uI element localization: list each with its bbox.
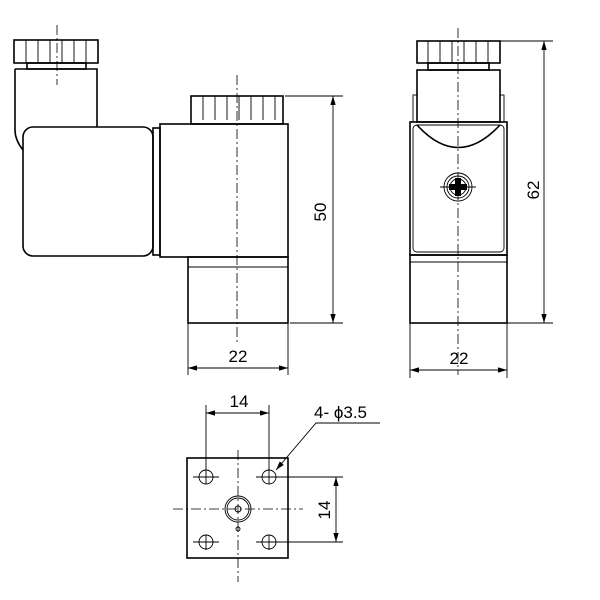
- hole-callout-label: 4- ϕ3.5: [314, 403, 367, 422]
- connector-cap-knurled: [13, 39, 99, 70]
- hole-callout-leader: 4- ϕ3.5: [275, 403, 380, 471]
- plug-housing: [22, 126, 154, 257]
- dimension-label: 62: [524, 181, 543, 200]
- connector-body: [14, 68, 98, 151]
- dimension-label: 50: [311, 203, 330, 222]
- coil-base: [187, 256, 289, 324]
- side-view: 62 22: [409, 28, 553, 378]
- front-view: 50 22: [13, 25, 343, 375]
- bottom-view: 14 14 4- ϕ3.5: [173, 392, 380, 582]
- dimension-62: 62 22: [409, 40, 553, 378]
- plug-gasket: [152, 127, 161, 256]
- dimension-14-horizontal: 14: [205, 392, 270, 470]
- coil-body: [159, 123, 289, 258]
- dimension-label: 22: [229, 347, 248, 366]
- dimension-14-vertical: 14: [276, 476, 343, 543]
- dimension-50: 50 22: [187, 95, 343, 375]
- dimension-label: 14: [315, 501, 334, 520]
- dimension-label: 14: [230, 392, 249, 411]
- dimension-label: 22: [450, 349, 469, 368]
